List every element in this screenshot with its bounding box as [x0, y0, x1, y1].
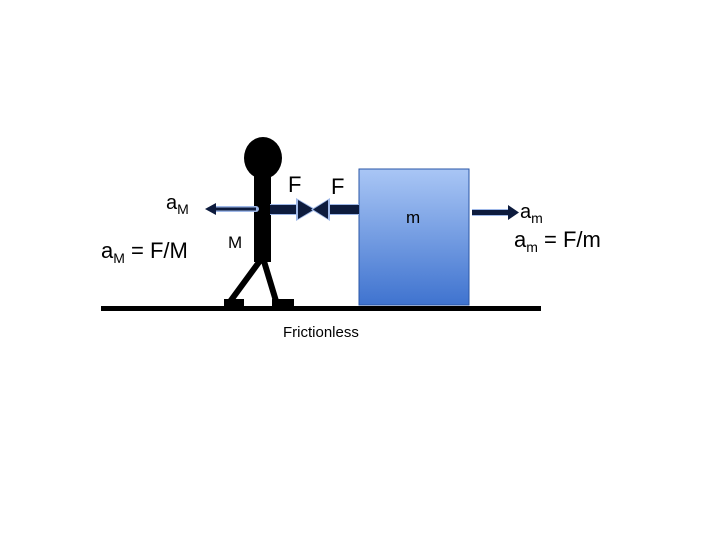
- force-on-box-arrow: [311, 198, 359, 221]
- person-left-leg: [226, 255, 265, 306]
- person-eq-sub: M: [113, 250, 125, 266]
- ground-line: [101, 306, 541, 311]
- box-accel-sub: m: [531, 210, 543, 226]
- person-equation: aM = F/M: [101, 238, 188, 266]
- box-eq-base: a: [514, 227, 527, 252]
- force-on-person-arrow: [270, 198, 316, 221]
- box-accel-label: am: [520, 201, 543, 226]
- box-mass-label: m: [406, 208, 420, 227]
- box: [358, 168, 470, 306]
- person-figure: [224, 137, 294, 307]
- person-accel-arrow: [205, 203, 259, 215]
- person-mass-label: M: [228, 233, 242, 252]
- person-accel-label: aM: [166, 192, 189, 217]
- person-accel-base: a: [166, 192, 178, 214]
- person-left-foot: [224, 299, 244, 307]
- box-accel-arrow: [472, 205, 519, 220]
- person-eq-rhs: = F/M: [125, 238, 188, 263]
- box-accel-base: a: [520, 201, 532, 223]
- box-equation: am = F/m: [514, 227, 601, 255]
- box-eq-sub: m: [526, 239, 538, 255]
- person-eq-base: a: [101, 238, 114, 263]
- person-accel-sub: M: [177, 201, 189, 217]
- person-head: [244, 137, 282, 179]
- person-right-foot: [272, 299, 294, 307]
- box-eq-rhs: = F/m: [538, 227, 601, 252]
- person-right-leg: [260, 255, 279, 304]
- force-on-box-label: F: [331, 174, 344, 199]
- surface-label: Frictionless: [283, 324, 359, 341]
- force-on-person-label: F: [288, 172, 301, 197]
- person-body: [254, 172, 271, 262]
